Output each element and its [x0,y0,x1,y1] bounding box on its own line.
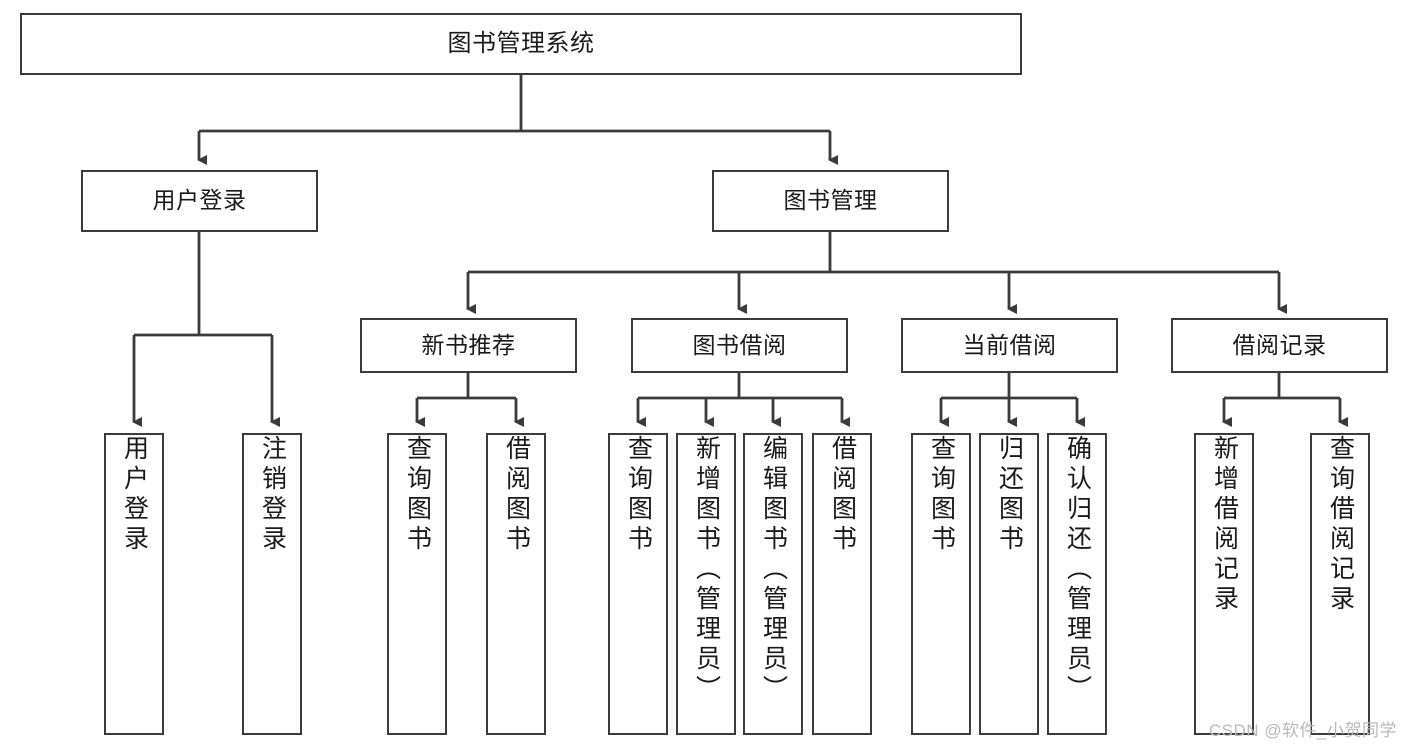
leaf-user-login-login[interactable]: 用户登录 [104,433,164,735]
node-user-login[interactable]: 用户登录 [81,170,318,232]
node-label: 查询图书 [624,435,653,555]
node-book-borrow[interactable]: 图书借阅 [631,318,848,373]
leaf-borrow-record-query-record[interactable]: 查询借阅记录 [1310,433,1370,735]
node-label: 当前借阅 [962,331,1057,358]
leaf-book-borrow-edit-book-admin[interactable]: 编辑图书（管理员） [743,433,803,735]
leaf-book-borrow-borrow-book[interactable]: 借阅图书 [812,433,872,735]
node-label: 归还图书 [995,435,1024,555]
leaf-current-borrow-confirm-return-admin[interactable]: 确认归还（管理员） [1047,433,1107,735]
node-label: 借阅图书 [828,435,857,555]
node-label: 借阅记录 [1232,331,1327,358]
leaf-user-login-logout[interactable]: 注销登录 [242,433,302,735]
leaf-current-borrow-query-book[interactable]: 查询图书 [911,433,971,735]
leaf-current-borrow-return-book[interactable]: 归还图书 [979,433,1039,735]
node-label: 查询图书 [927,435,956,555]
node-label: 用户登录 [120,435,149,555]
node-label: 注销登录 [258,435,287,555]
node-label: 新增借阅记录 [1210,435,1239,615]
leaf-new-book-query-book[interactable]: 查询图书 [387,433,447,735]
node-label: 图书管理 [783,187,878,214]
node-label: 用户登录 [152,187,247,214]
node-label: 图书借阅 [692,331,787,358]
leaf-new-book-borrow-book[interactable]: 借阅图书 [486,433,546,735]
node-label: 查询图书 [403,435,432,555]
node-label: 编辑图书（管理员） [759,435,788,705]
leaf-book-borrow-add-book-admin[interactable]: 新增图书（管理员） [676,433,736,735]
leaf-book-borrow-query-book[interactable]: 查询图书 [608,433,668,735]
node-borrow-record[interactable]: 借阅记录 [1171,318,1388,373]
node-new-book-recommend[interactable]: 新书推荐 [360,318,577,373]
csdn-watermark: CSDN @软件_小贺同学 [1208,721,1397,740]
node-label: 查询借阅记录 [1326,435,1355,615]
node-current-borrow[interactable]: 当前借阅 [901,318,1118,373]
node-label: 确认归还（管理员） [1063,435,1092,705]
node-label: 新书推荐 [421,331,516,358]
node-book-management[interactable]: 图书管理 [712,170,949,232]
node-label: 新增图书（管理员） [692,435,721,705]
leaf-borrow-record-add-record[interactable]: 新增借阅记录 [1194,433,1254,735]
node-root-book-management-system[interactable]: 图书管理系统 [20,13,1022,75]
node-label: 图书管理系统 [447,29,595,57]
node-label: 借阅图书 [502,435,531,555]
